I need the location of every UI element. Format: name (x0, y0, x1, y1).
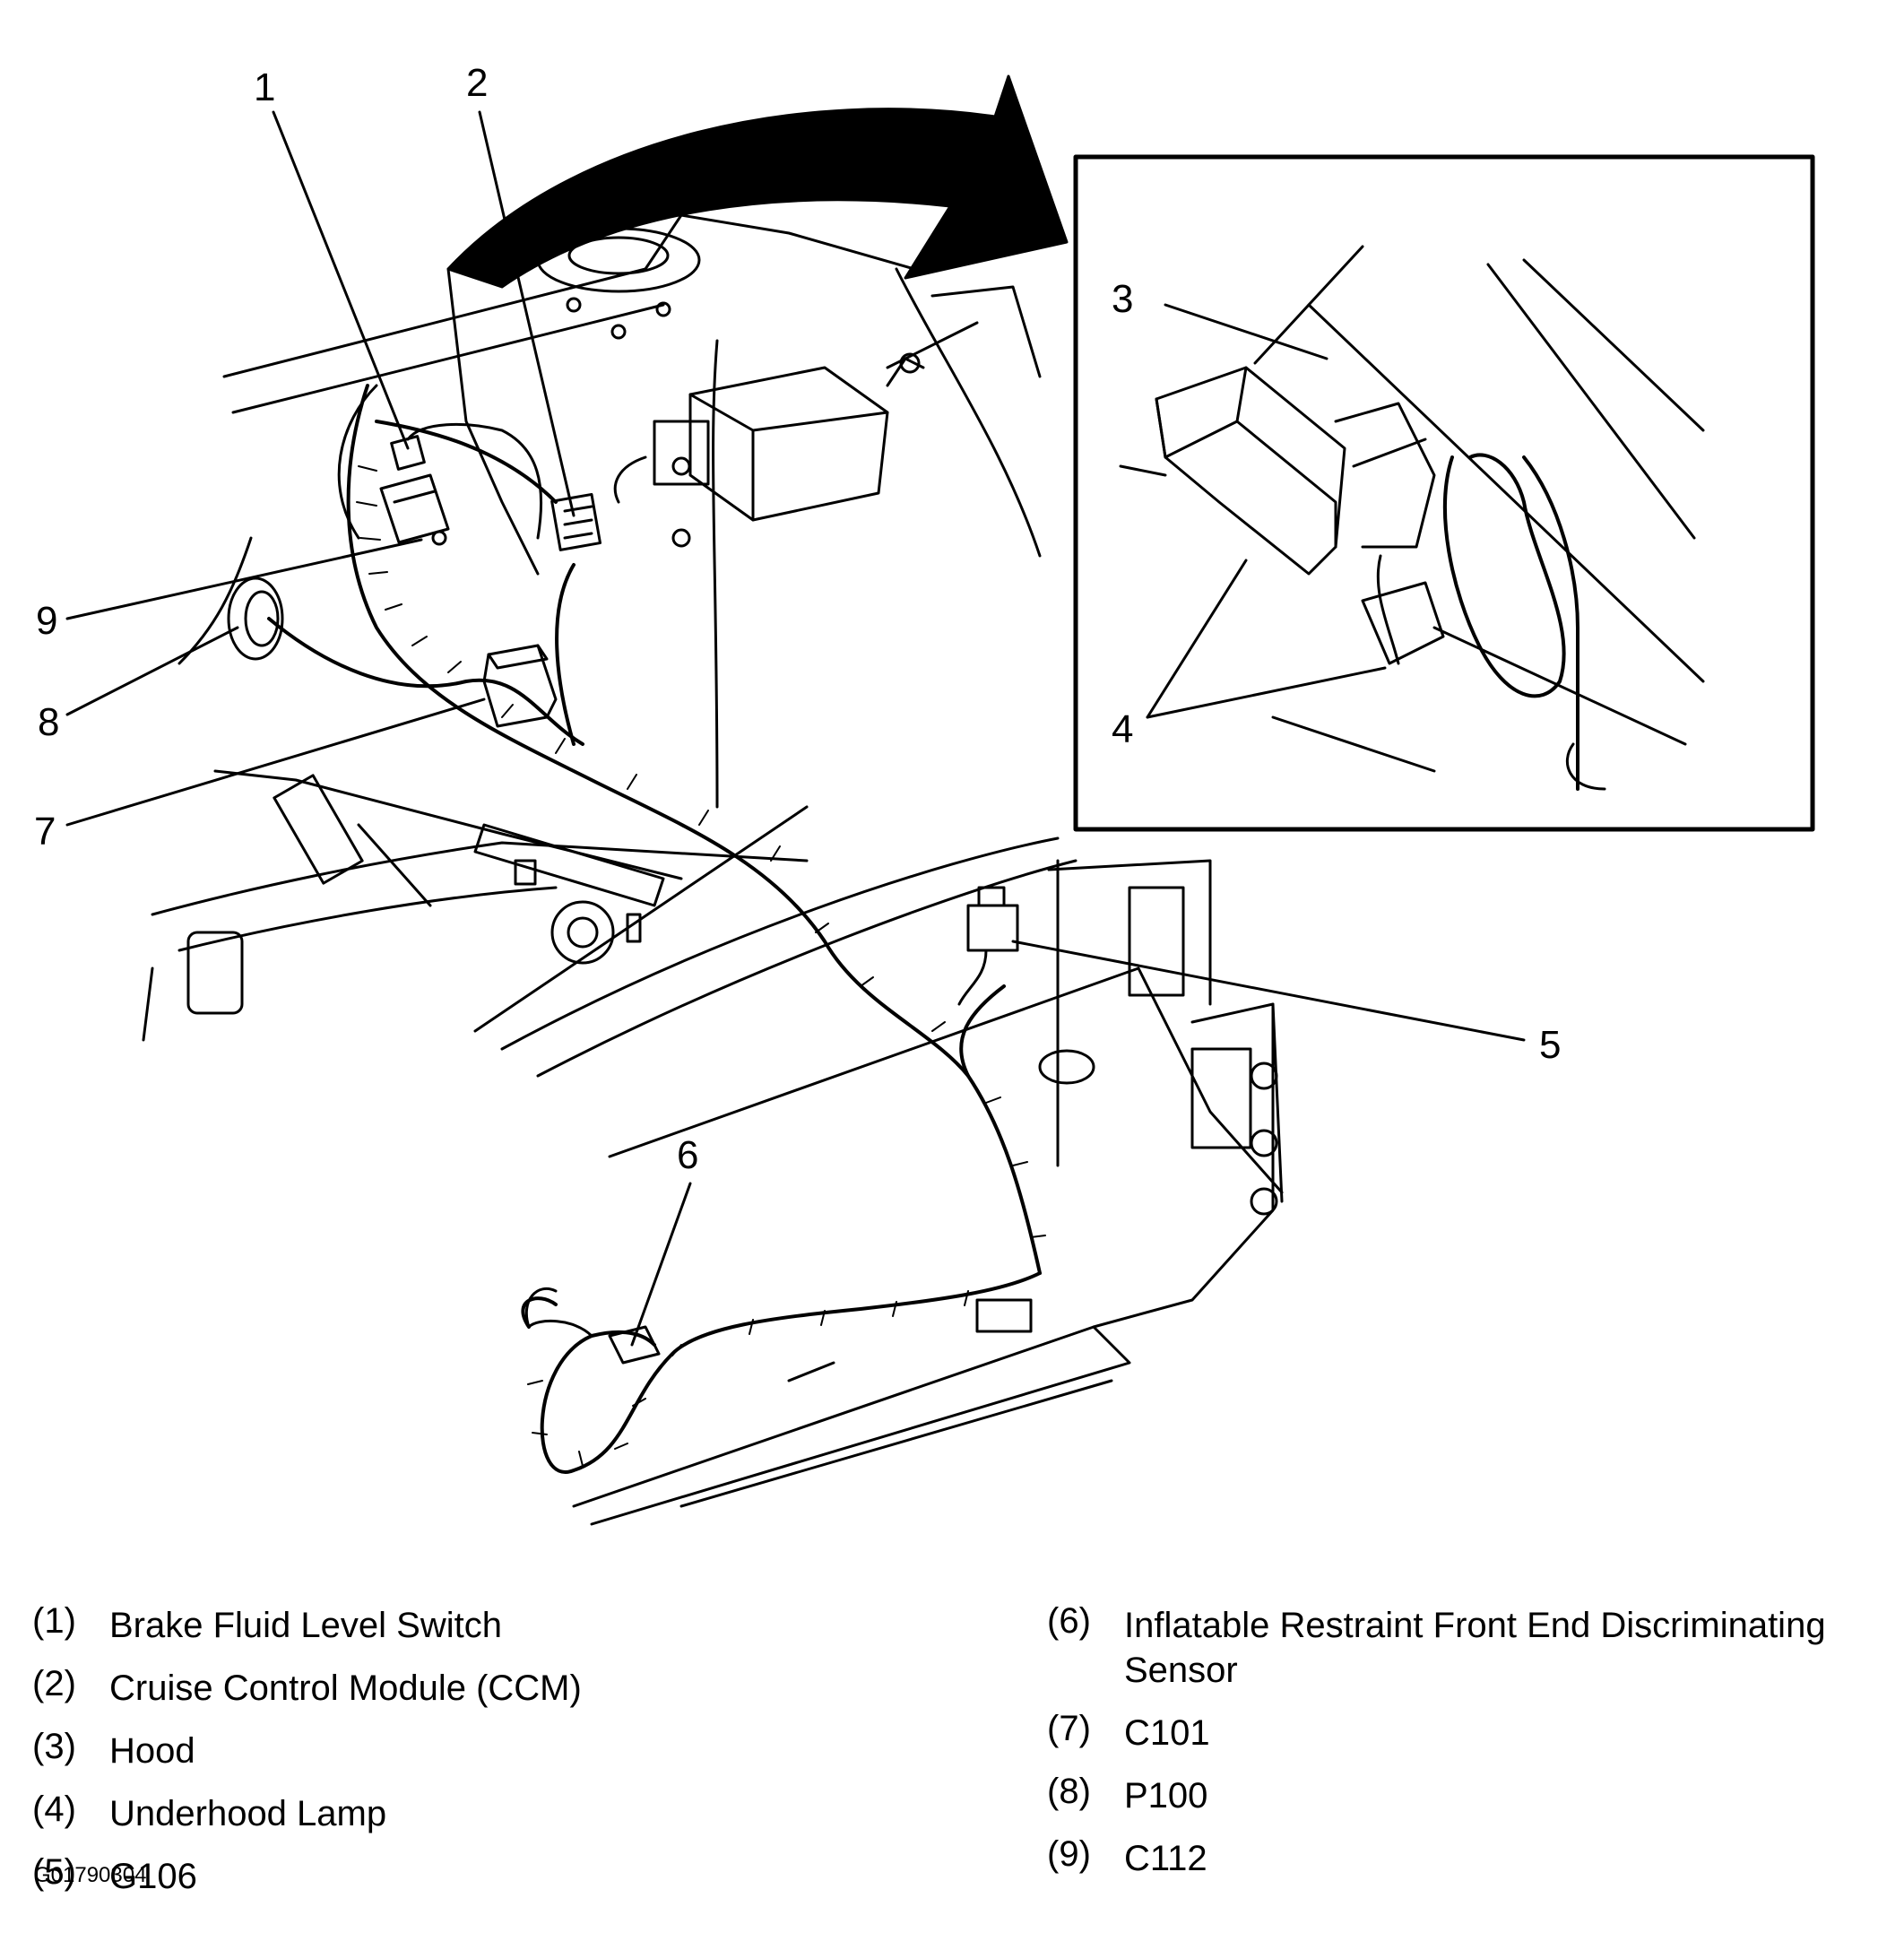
legend-item: (4) Underhood Lamp (32, 1791, 1000, 1836)
legend-description: Underhood Lamp (109, 1794, 387, 1833)
inset-harness (1442, 453, 1579, 791)
legend-item: (7) C101 (1047, 1711, 1899, 1755)
wiring-harness (267, 384, 1042, 1474)
legend-description: Hood (109, 1731, 195, 1771)
callout-6: 6 (677, 1133, 698, 1177)
c112-connector-drawing (379, 473, 450, 546)
legend-number: (8) (1047, 1772, 1091, 1811)
legend-item: (6) Inflatable Restraint Front End Discr… (1047, 1603, 1899, 1693)
callout-5: 5 (1539, 1023, 1561, 1067)
legend-number: (4) (32, 1790, 76, 1829)
legend-right-column: (6) Inflatable Restraint Front End Discr… (1047, 1603, 1899, 1899)
legend-number: (1) (32, 1601, 76, 1641)
harness-texture (356, 465, 1046, 1467)
legend-number: (9) (1047, 1834, 1091, 1874)
legend-number: (3) (32, 1727, 76, 1766)
front-sensor-drawing (524, 1287, 661, 1365)
strut-tower (177, 213, 1042, 809)
hood-inset-box (1073, 154, 1815, 832)
figure-id: G01790304 (34, 1863, 147, 1887)
legend-item: (1) Brake Fluid Level Switch (32, 1603, 1000, 1648)
engine-compartment-illustration: 1 2 3 4 5 6 7 8 9 (34, 61, 1815, 1526)
legend-item: (9) C112 (1047, 1836, 1899, 1881)
legend-description: C112 (1124, 1839, 1207, 1878)
legend-item: (3) Hood (32, 1729, 1000, 1773)
radiator-support (473, 805, 1284, 1526)
cruise-control-module-drawing (613, 321, 979, 548)
legend-description: P100 (1124, 1776, 1208, 1816)
legend-left-column: (1) Brake Fluid Level Switch (2) Cruise … (32, 1603, 1000, 1917)
legend-description: G106 (109, 1857, 197, 1896)
curved-arrow (446, 74, 1069, 289)
legend-description: Cruise Control Module (CCM) (109, 1668, 582, 1708)
legend-description: Inflatable Restraint Front End Discrimin… (1124, 1606, 1826, 1690)
callout-7: 7 (34, 810, 56, 854)
callout-8: 8 (38, 700, 59, 744)
callout-3: 3 (1112, 277, 1133, 321)
legend-item: (8) P100 (1047, 1773, 1899, 1818)
legend-number: (2) (32, 1664, 76, 1703)
callout-1: 1 (254, 65, 275, 109)
leader-lines (65, 110, 1526, 1347)
g106-ground-drawing (957, 886, 1019, 1006)
legend-number: (6) (1047, 1601, 1091, 1641)
legend-description: Brake Fluid Level Switch (109, 1606, 502, 1645)
legend-item: (2) Cruise Control Module (CCM) (32, 1666, 1000, 1711)
legend-item: (5) G106 (32, 1854, 1000, 1899)
inset-hood-drawing (1119, 245, 1705, 791)
ccm-connector-drawing (550, 492, 602, 551)
brake-fluid-switch-drawing (390, 423, 543, 540)
legend-number: (5) (32, 1852, 76, 1892)
p100-grommet-drawing (227, 576, 284, 661)
legend-number: (7) (1047, 1709, 1091, 1748)
fender-rail (142, 769, 809, 1042)
callout-4: 4 (1112, 707, 1133, 751)
callout-2: 2 (466, 61, 488, 105)
legend-description: C101 (1124, 1713, 1210, 1753)
c101-connector-drawing (482, 644, 558, 728)
callout-9: 9 (36, 599, 57, 643)
